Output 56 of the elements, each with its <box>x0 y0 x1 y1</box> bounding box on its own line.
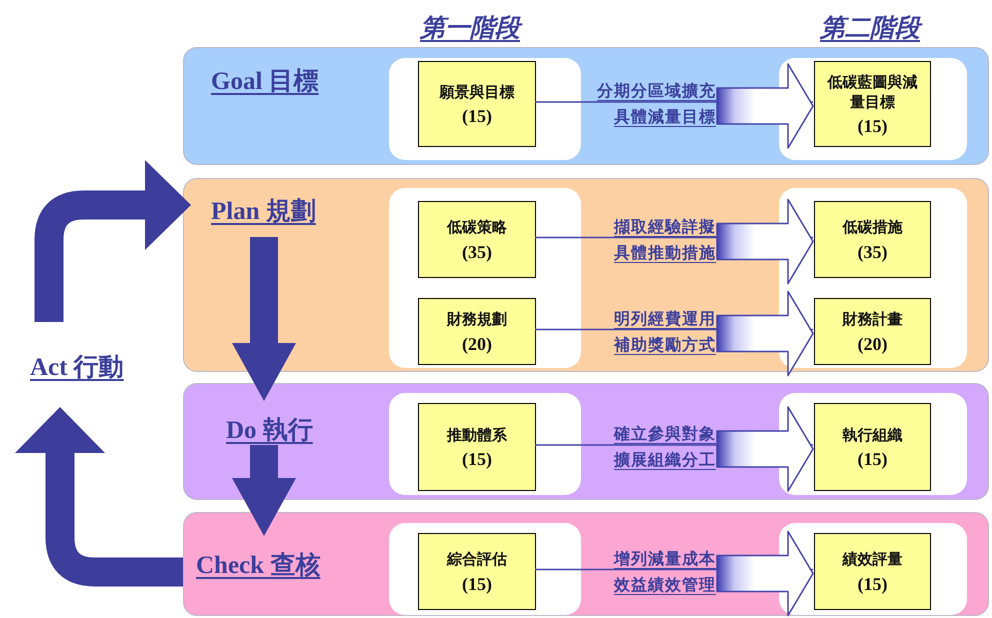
step-box <box>814 403 931 491</box>
step-title: 綜合評估 <box>447 550 507 570</box>
step-weight: (15) <box>858 117 888 136</box>
step-weight: (35) <box>858 242 888 261</box>
stage-band <box>183 47 989 165</box>
band-title: Check 查核 <box>196 551 320 581</box>
step-box <box>418 201 536 278</box>
step-box <box>814 61 931 147</box>
step-title: 低碳策略 <box>447 218 507 238</box>
stage-heading: 第二階段 <box>820 10 920 48</box>
step-box <box>814 533 931 610</box>
band-title: Goal 目標 <box>211 67 319 97</box>
arrow <box>34 160 191 322</box>
step-weight: (20) <box>462 334 492 353</box>
step-title: 執行組織 <box>842 426 902 446</box>
step-box <box>418 403 536 491</box>
step-weight: (15) <box>462 107 492 126</box>
act-label: Act 行動 <box>30 355 146 387</box>
edge-label: 增列減量成本效益績效管理 <box>612 550 716 596</box>
panel-background <box>389 188 581 368</box>
stage-band <box>183 178 989 372</box>
step-title: 財務規劃 <box>447 310 507 330</box>
step-box <box>814 201 931 278</box>
step-weight: (35) <box>462 242 492 261</box>
step-box <box>814 298 931 365</box>
step-weight: (20) <box>858 334 888 353</box>
panel-background <box>389 58 581 160</box>
step-title: 績效評量 <box>842 550 902 570</box>
step-weight: (15) <box>462 574 492 593</box>
step-weight: (15) <box>462 450 492 468</box>
step-title: 推動體系 <box>447 426 507 446</box>
panel-background <box>779 188 967 368</box>
panel-background <box>389 523 581 615</box>
panel-background <box>779 523 967 615</box>
step-title: 願景與目標 <box>440 83 514 103</box>
stage-heading: 第一階段 <box>420 10 520 48</box>
step-title: 低碳措施 <box>842 218 902 238</box>
panel-background <box>779 393 967 495</box>
edge-label: 擷取經驗詳擬具體推動措施 <box>612 217 716 264</box>
stage-band <box>183 512 989 616</box>
panel-background <box>389 393 581 495</box>
step-weight: (15) <box>858 450 888 468</box>
step-title: 低碳藍圖與減量目標 <box>826 73 918 113</box>
step-box <box>418 533 536 610</box>
band-title: Do 執行 <box>226 416 313 446</box>
edge-label: 明列經費運用補助獎勵方式 <box>612 310 716 356</box>
panel-background <box>779 58 967 160</box>
edge-label: 確立參與對象擴展組織分工 <box>612 424 716 471</box>
edge-label: 分期分區域擴充具體減量目標 <box>596 81 716 128</box>
arrow <box>15 407 183 586</box>
step-box <box>418 61 536 147</box>
stage-band <box>183 383 989 500</box>
band-title: Plan 規劃 <box>211 197 316 227</box>
step-box <box>418 298 536 365</box>
step-weight: (15) <box>858 574 888 593</box>
step-title: 財務計畫 <box>842 310 902 330</box>
